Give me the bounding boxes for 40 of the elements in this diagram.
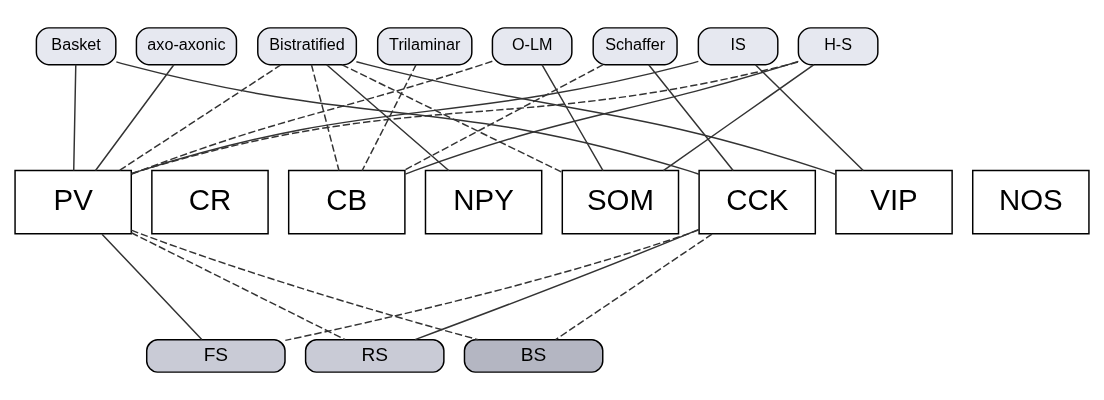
node-box: VIP [835,169,953,235]
connector [130,60,494,176]
node-box: CB [287,169,406,235]
connector [130,232,346,341]
connector [414,228,700,341]
node-box: NPY [424,169,543,235]
node-box: Schaffer [592,27,678,66]
node-box: IS [697,27,779,66]
connector [647,63,734,172]
node-box: CCK [698,169,817,235]
connector [341,63,563,173]
node-box: Bistratified [257,27,358,66]
node-box: axo-axonic [135,27,238,66]
connector [361,63,417,172]
node-box: O-LM [491,27,573,66]
node-box: Trilaminar [376,27,473,66]
connector [404,60,800,175]
connector [325,63,450,172]
connector [541,63,604,172]
node-box: PV [14,169,132,235]
node-box: Basket [35,27,117,66]
node-box: BS [463,339,604,373]
connector [118,63,282,172]
node-box: NOS [972,169,1090,235]
connector [73,63,77,172]
connector [662,63,815,172]
connector [284,229,700,342]
node-box: FS [146,339,286,373]
node-box: H-S [797,27,879,66]
connector [94,63,175,172]
connector [130,229,479,341]
connector [754,63,864,172]
node-box: RS [304,339,445,373]
connector [101,233,203,341]
connector [355,61,837,176]
connector [554,233,713,341]
node-box: SOM [561,169,680,235]
connector [130,61,799,175]
connector [310,63,340,172]
node-box: CR [151,169,269,235]
